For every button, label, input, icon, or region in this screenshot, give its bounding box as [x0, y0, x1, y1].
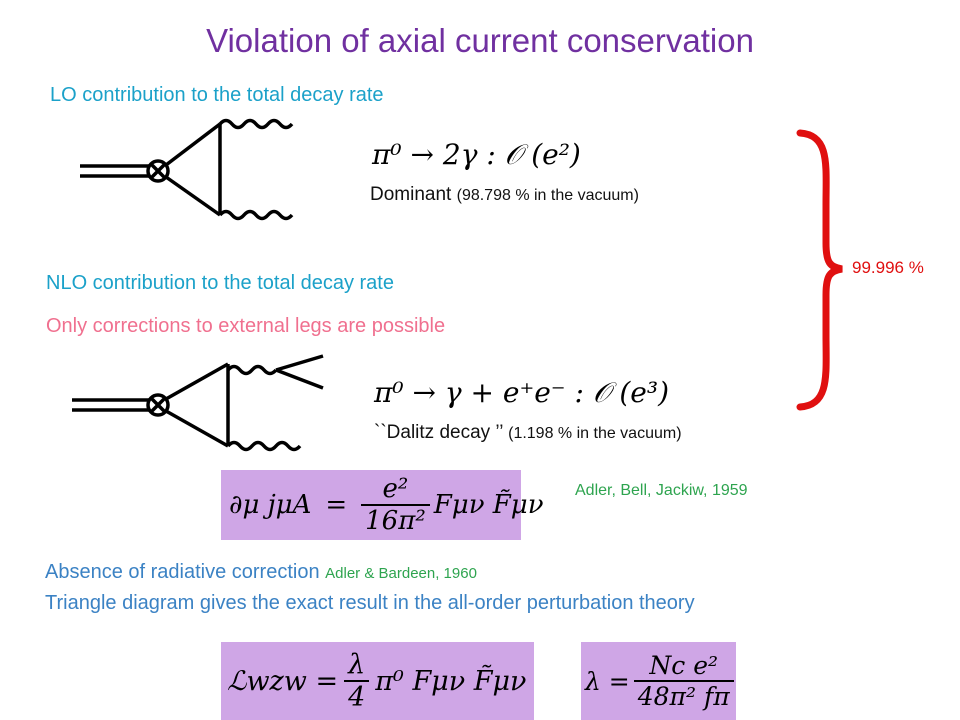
lambda-fraction: Nc e² 48π² fπ	[633, 651, 734, 711]
lo-note: Dominant (98.798 % in the vacuum)	[370, 184, 639, 206]
curly-brace	[796, 129, 843, 411]
anomaly-lhs: ∂μ jμA	[229, 490, 312, 520]
anomaly-citation: Adler, Bell, Jackiw, 1959	[575, 482, 748, 499]
lagrangian-numerator: λ	[348, 649, 366, 680]
radiative-statement: Absence of radiative correction	[45, 561, 320, 583]
lagrangian-lhs: ℒwzw =	[227, 665, 339, 697]
radiative-citation: Adler & Bardeen, 1960	[325, 565, 477, 582]
radiative-line2: Triangle diagram gives the exact result …	[45, 592, 695, 614]
lagrangian-rest: π⁰ Fμν F̃μν	[375, 665, 527, 697]
anomaly-fraction: e² 16π²	[361, 474, 430, 536]
anomaly-numerator: e²	[382, 474, 409, 504]
brace-label: 99.996 %	[852, 258, 924, 277]
anomaly-field-strength: Fμν F̃μν	[433, 490, 544, 520]
slide-title: Violation of axial current conservation	[206, 22, 754, 59]
anomaly-equals: =	[325, 490, 348, 520]
nlo-subheading: Only corrections to external legs are po…	[46, 315, 446, 337]
lambda-lhs: λ =	[585, 666, 630, 696]
nlo-note: ``Dalitz decay ’’ (1.198 % in the vacuum…	[374, 422, 682, 444]
lo-triangle-diagram	[80, 118, 294, 221]
nlo-formula: π⁰ → γ + e⁺e⁻ : 𝒪 (e³)	[374, 376, 670, 409]
lo-note-main: Dominant	[370, 184, 452, 205]
nlo-heading: NLO contribution to the total decay rate	[46, 272, 394, 294]
nlo-note-paren: (1.198 % in the vacuum)	[508, 425, 682, 442]
lo-note-paren: (98.798 % in the vacuum)	[456, 187, 639, 204]
lagrangian-box: ℒwzw = λ 4 π⁰ Fμν F̃μν	[221, 642, 534, 720]
lo-heading: LO contribution to the total decay rate	[50, 84, 384, 106]
lagrangian-fraction: λ 4	[344, 649, 370, 713]
lo-formula: π⁰ → 2γ : 𝒪 (e²)	[372, 138, 581, 171]
nlo-triangle-diagram	[72, 354, 324, 452]
radiative-line1: Absence of radiative correction Adler & …	[45, 561, 477, 584]
anomaly-equation-box: ∂μ jμA = e² 16π² Fμν F̃μν	[221, 470, 544, 540]
lagrangian-denominator: 4	[344, 680, 370, 713]
lambda-numerator: Nc e²	[649, 651, 719, 680]
lambda-box: λ = Nc e² 48π² fπ	[581, 642, 736, 720]
anomaly-denominator: 16π²	[361, 504, 430, 536]
lambda-denominator: 48π² fπ	[633, 680, 734, 711]
nlo-note-main: ``Dalitz decay ’’	[374, 422, 503, 443]
